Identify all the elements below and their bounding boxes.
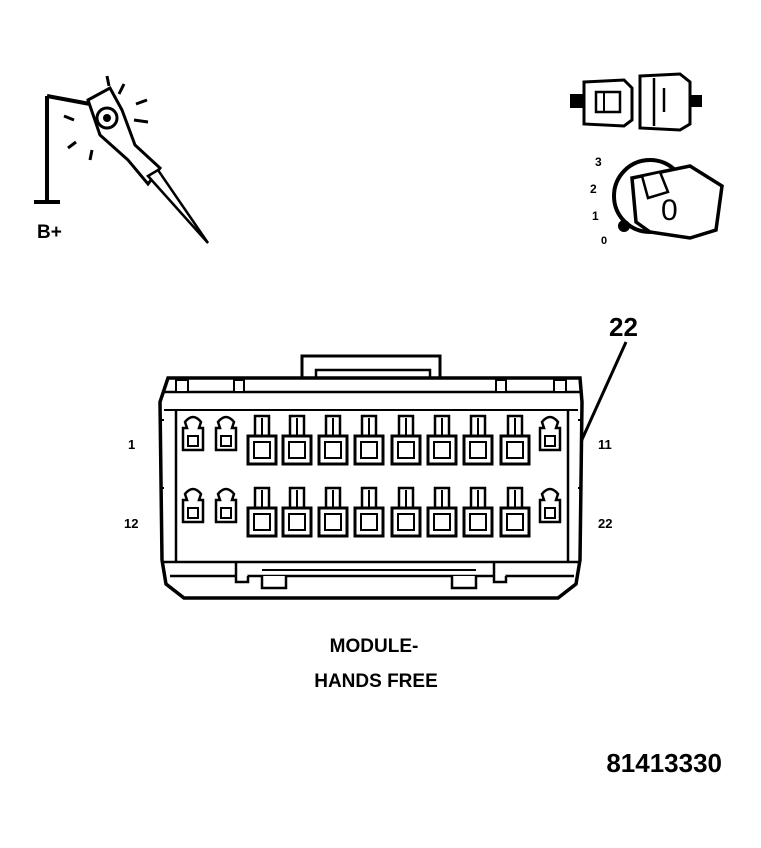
terminal-pin-16 <box>317 486 349 538</box>
terminal-cavities <box>181 414 562 538</box>
terminal-pin-15 <box>281 486 313 538</box>
pin-label-12: 12 <box>124 516 138 531</box>
terminal-pin-6 <box>353 414 385 466</box>
terminal-pin-18 <box>390 486 422 538</box>
terminal-pin-21 <box>499 486 531 538</box>
terminal-pin-3 <box>246 414 278 466</box>
disconnected-connector-icon <box>570 72 702 132</box>
probe-body <box>86 85 163 187</box>
ignition-position-1: 1 <box>592 209 599 223</box>
pin-label-22: 22 <box>598 516 612 531</box>
light-rays <box>63 75 149 161</box>
terminal-pin-13 <box>214 487 238 524</box>
b-plus-label: B+ <box>37 222 62 243</box>
figure-id: 81413330 <box>606 748 722 778</box>
caption-line-2: HANDS FREE <box>314 671 438 692</box>
caption-line-1: MODULE- <box>330 636 419 657</box>
key-label: 0 <box>661 194 678 227</box>
connector-body <box>158 354 584 600</box>
terminal-pin-8 <box>426 414 458 466</box>
terminal-pin-12 <box>181 487 205 524</box>
terminal-pin-7 <box>390 414 422 466</box>
pin-label-11: 11 <box>598 437 612 452</box>
terminal-pin-11 <box>538 415 562 452</box>
pin-callout-label: 22 <box>609 312 638 342</box>
ignition-position-2: 2 <box>590 182 597 196</box>
ignition-position-0: 0 <box>601 235 607 247</box>
ignition-pointer <box>618 220 630 232</box>
terminal-pin-5 <box>317 414 349 466</box>
terminal-pin-20 <box>462 486 494 538</box>
test-light-probe-icon <box>34 75 210 244</box>
pin-label-1: 1 <box>128 437 135 452</box>
terminal-pin-22 <box>538 487 562 524</box>
terminal-pin-2 <box>214 415 238 452</box>
terminal-pin-9 <box>462 414 494 466</box>
ignition-position-3: 3 <box>595 155 602 169</box>
probe-lead-wire-top <box>46 94 91 106</box>
terminal-pin-17 <box>353 486 385 538</box>
terminal-pin-19 <box>426 486 458 538</box>
terminal-pin-14 <box>246 486 278 538</box>
terminal-pin-10 <box>499 414 531 466</box>
probe-tip <box>146 168 210 244</box>
terminal-pin-4 <box>281 414 313 466</box>
ignition-key-icon <box>612 158 724 240</box>
terminal-pin-1 <box>181 415 205 452</box>
